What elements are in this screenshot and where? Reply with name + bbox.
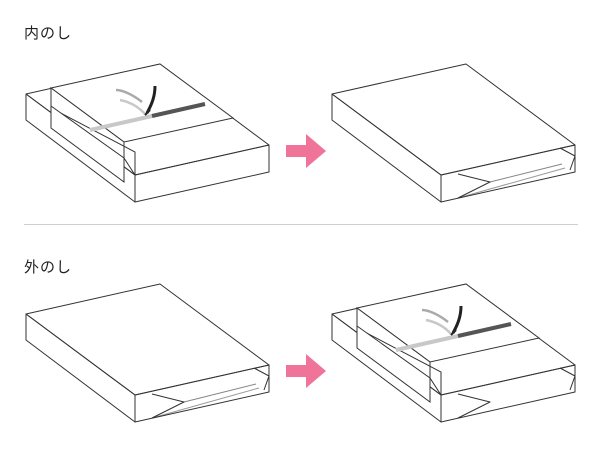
wrapped-box-outer bbox=[25, 283, 270, 423]
section-label-inner-noshi: 内のし bbox=[24, 24, 73, 42]
arrow-right-icon bbox=[286, 134, 326, 168]
arrow-right-icon bbox=[286, 354, 326, 388]
box-with-noshi-inner bbox=[25, 63, 270, 203]
section-divider bbox=[24, 224, 578, 225]
wrapped-box-inner bbox=[331, 63, 576, 203]
mizuhiki-ribbon bbox=[89, 114, 153, 132]
box-with-noshi-outer bbox=[331, 283, 576, 423]
section-label-outer-noshi: 外のし bbox=[24, 258, 73, 276]
